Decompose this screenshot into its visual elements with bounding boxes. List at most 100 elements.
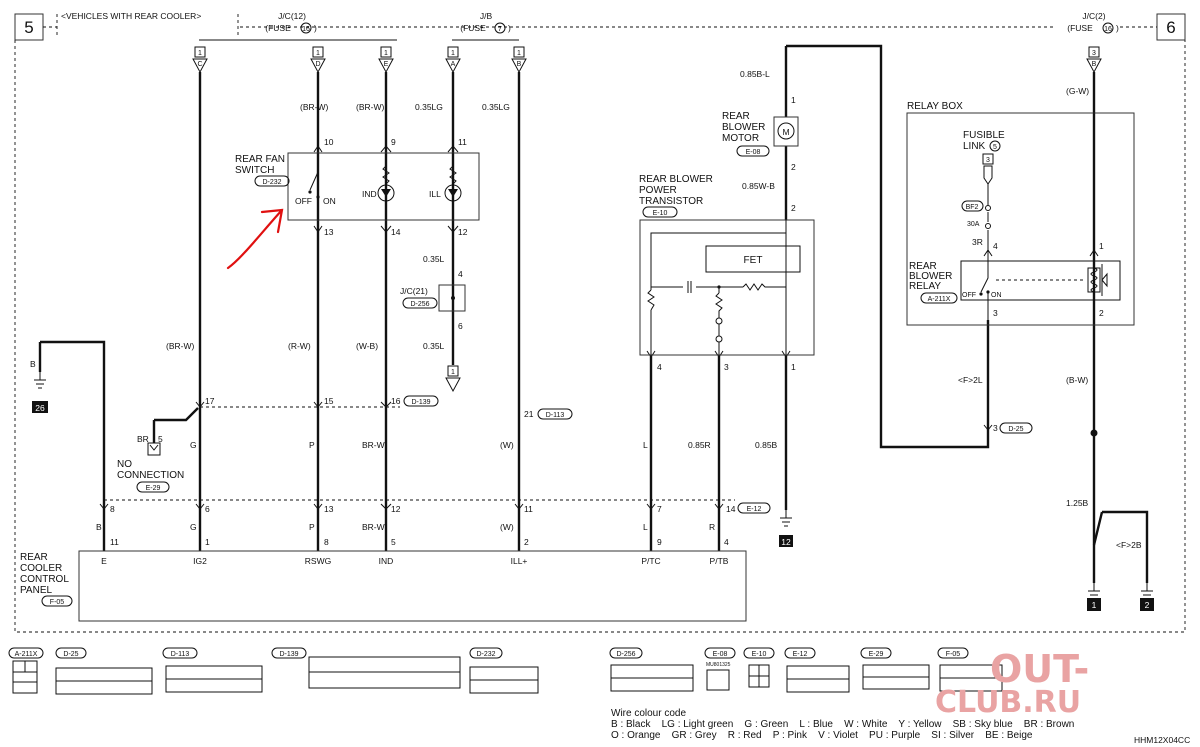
- svg-text:1: 1: [198, 50, 202, 57]
- wire-label-w-b: 0.85W-B: [742, 181, 775, 191]
- svg-text:REAR BLOWER: REAR BLOWER: [639, 174, 713, 185]
- wire-label-p: P: [309, 440, 315, 450]
- jc2-fuse-label: (FUSE: [1067, 23, 1093, 33]
- wire-label-br: BR: [137, 434, 149, 444]
- svg-text:BF2: BF2: [966, 204, 979, 211]
- svg-text:21: 21: [524, 409, 534, 419]
- svg-text:P/TB: P/TB: [710, 556, 729, 566]
- svg-text:12: 12: [458, 227, 468, 237]
- svg-text:ILL+: ILL+: [511, 556, 528, 566]
- wire-label-085b: 0.85B: [755, 440, 778, 450]
- svg-text:CONTROL: CONTROL: [20, 574, 69, 585]
- page-number-left: 5: [24, 18, 33, 37]
- svg-text:2: 2: [1099, 308, 1104, 318]
- svg-text:D-25: D-25: [63, 651, 78, 658]
- rear-cooler-control-panel: REAR COOLER CONTROL PANEL F-05 E IG2 RSW…: [20, 550, 747, 622]
- svg-text:E-29: E-29: [146, 485, 161, 492]
- svg-text:D-25: D-25: [1008, 426, 1023, 433]
- supply-terminal-c: 1 C: [192, 46, 208, 74]
- svg-text:10: 10: [324, 137, 334, 147]
- svg-text:14: 14: [726, 504, 736, 514]
- svg-text:1: 1: [517, 50, 521, 57]
- svg-text:4: 4: [724, 537, 729, 547]
- wire-label-w-panel: (W): [500, 522, 514, 532]
- connector-d25: D-25: [55, 647, 153, 695]
- svg-text:4: 4: [458, 269, 463, 279]
- wire-label-w-b-2: (W-B): [356, 341, 378, 351]
- wire-label-f2b: <F>2B: [1116, 540, 1142, 550]
- motor-icon: M: [782, 127, 789, 137]
- wire-label-b-panel: B: [96, 522, 102, 532]
- wire-label-br-w-1: (BR-W): [300, 102, 328, 112]
- wire-label-w: (W): [500, 440, 514, 450]
- svg-text:8: 8: [324, 537, 329, 547]
- svg-text:IG2: IG2: [193, 556, 207, 566]
- supply-terminal-d: 1 D: [310, 46, 326, 74]
- connector-a211x: A-211X: [8, 647, 44, 694]
- fet-label: FET: [744, 255, 763, 266]
- svg-text:3: 3: [724, 362, 729, 372]
- wire-label-085r: 0.85R: [688, 440, 711, 450]
- jb-fuse-number: 7: [498, 26, 502, 33]
- svg-text:): ): [508, 23, 511, 33]
- grounds: 26 12 1 2: [32, 372, 1154, 611]
- svg-text:11: 11: [110, 537, 119, 547]
- pin-numbers: 10 9 11 13 14 12 4 6 1 2 2 4 3 1 4 1 3 2…: [110, 95, 1104, 547]
- supply-jc2: J/C(2) (FUSE 16 ): [1067, 11, 1119, 34]
- svg-text:14: 14: [391, 227, 401, 237]
- svg-text:E-08: E-08: [713, 651, 728, 658]
- svg-text:1: 1: [316, 50, 320, 57]
- rear-fan-switch-label-1: REAR FAN: [235, 154, 285, 165]
- svg-text:12: 12: [391, 504, 401, 514]
- svg-text:D-139: D-139: [411, 399, 430, 406]
- svg-text:30A: 30A: [967, 221, 980, 228]
- svg-text:ON: ON: [991, 292, 1002, 299]
- wire-labels: (BR-W) (BR-W) 0.35LG 0.35LG 0.85B-L 0.85…: [30, 69, 1142, 550]
- wire-label-p-panel: P: [309, 522, 315, 532]
- svg-text:E-12: E-12: [793, 651, 808, 658]
- svg-text:D: D: [315, 61, 320, 68]
- br-terminal: [147, 442, 161, 456]
- svg-text:D-232: D-232: [476, 651, 495, 658]
- svg-text:1: 1: [384, 50, 388, 57]
- rear-fan-switch-label-2: SWITCH: [235, 165, 274, 176]
- svg-text:E: E: [384, 61, 389, 68]
- wire-label-br-w-2: (BR-W): [356, 102, 384, 112]
- wire-label-g-panel: G: [190, 522, 197, 532]
- wire-label-l-2: 0.35L: [423, 341, 445, 351]
- connector-e10: E-10: [743, 647, 775, 688]
- jc21-junction: J/C(21) D-256 1: [400, 284, 466, 393]
- svg-text:1: 1: [451, 50, 455, 57]
- svg-text:2: 2: [791, 162, 796, 172]
- svg-text:5: 5: [993, 144, 997, 151]
- svg-text:RSWG: RSWG: [305, 556, 331, 566]
- ground-12: 12: [781, 537, 791, 547]
- svg-text:D-256: D-256: [616, 651, 635, 658]
- connector-e08: E-08 MU801325: [704, 647, 736, 691]
- svg-text:B: B: [1092, 61, 1097, 68]
- svg-text:1: 1: [205, 537, 210, 547]
- svg-text:5: 5: [391, 537, 396, 547]
- svg-text:ON: ON: [323, 196, 336, 206]
- ground-2: 2: [1145, 600, 1150, 610]
- svg-text:E-29: E-29: [869, 651, 884, 658]
- connector-strip: A-211X D-25 D-113 D-139 D-232: [8, 647, 1003, 695]
- svg-text:POWER: POWER: [639, 185, 677, 196]
- red-annotation-arrow: [226, 208, 284, 270]
- svg-text:5: 5: [158, 434, 163, 444]
- wire-colour-legend: Wire colour code B : Black LG : Light gr…: [611, 708, 1074, 741]
- svg-text:8: 8: [110, 504, 115, 514]
- connector-e29: E-29: [860, 647, 930, 690]
- svg-text:2: 2: [791, 203, 796, 213]
- rear-fan-switch-code: D-232: [262, 179, 281, 186]
- svg-text:MU801325: MU801325: [706, 662, 731, 668]
- svg-text:1: 1: [451, 369, 455, 376]
- svg-text:PANEL: PANEL: [20, 585, 52, 596]
- svg-text:REAR: REAR: [909, 261, 937, 272]
- svg-text:P/TC: P/TC: [641, 556, 660, 566]
- legend-row-2: O : Orange GR : Grey R : Red P : Pink V …: [611, 730, 1033, 741]
- svg-text:CONNECTION: CONNECTION: [117, 470, 184, 481]
- connector-f05: F-05: [937, 647, 1003, 692]
- connector-references: D-139 D-113 E-12 D-25: [403, 395, 1033, 514]
- svg-text:3: 3: [993, 308, 998, 318]
